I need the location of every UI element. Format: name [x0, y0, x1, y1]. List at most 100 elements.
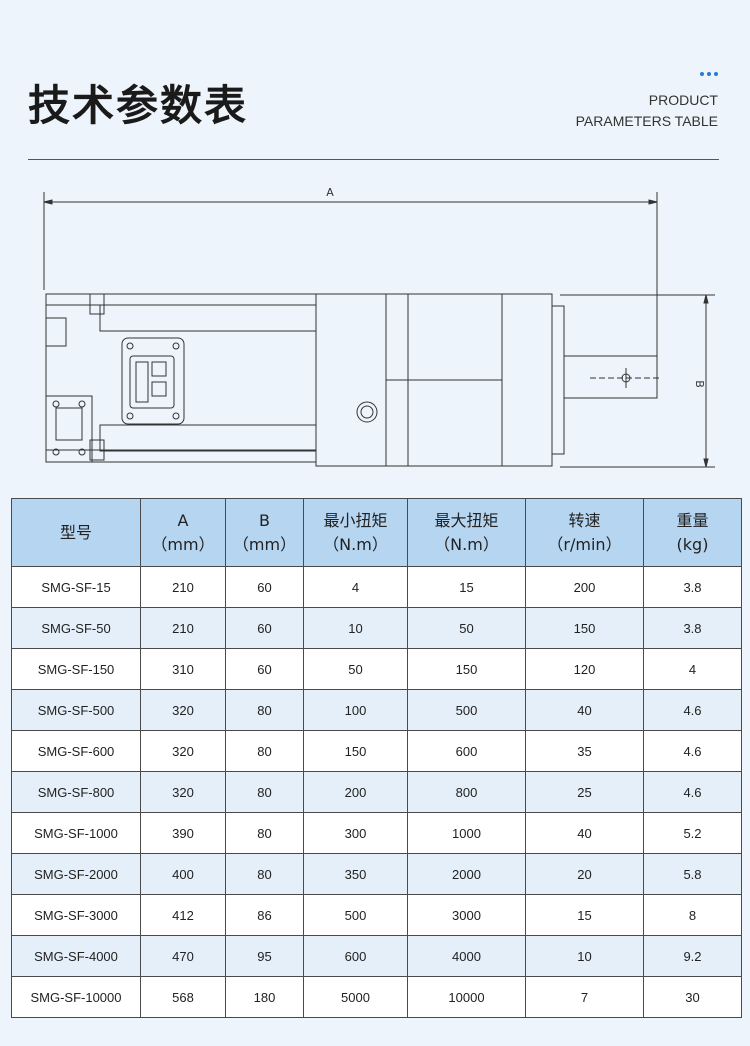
table-cell: 60 — [225, 648, 304, 690]
table-cell: 150 — [407, 648, 526, 690]
table-cell: SMG-SF-600 — [11, 730, 141, 772]
table-cell: SMG-SF-15 — [11, 566, 141, 608]
table-cell: 600 — [407, 730, 526, 772]
table-cell: 412 — [140, 894, 226, 936]
table-cell: 150 — [525, 607, 644, 649]
col-header-speed: 转速（r/min） — [525, 498, 644, 567]
col-header-max-torque: 最大扭矩（N.m） — [407, 498, 526, 567]
table-cell: 10000 — [407, 976, 526, 1018]
table-cell: SMG-SF-1000 — [11, 812, 141, 854]
table-cell: 5.2 — [643, 812, 742, 854]
col-header-min-torque: 最小扭矩（N.m） — [303, 498, 408, 567]
table-cell: SMG-SF-3000 — [11, 894, 141, 936]
table-cell: 320 — [140, 771, 226, 813]
table-header-row: 型号 A（mm） B（mm） 最小扭矩（N.m） 最大扭矩（N.m） 转速（r/… — [11, 498, 742, 567]
table-cell: 80 — [225, 730, 304, 772]
table-cell: 5000 — [303, 976, 408, 1018]
col-header-a: A（mm） — [140, 498, 226, 567]
table-cell: 30 — [643, 976, 742, 1018]
dim-b-label: B — [693, 380, 706, 388]
page-title: 技术参数表 — [28, 81, 249, 130]
table-cell: SMG-SF-4000 — [11, 935, 141, 977]
table-cell: SMG-SF-150 — [11, 648, 141, 690]
parameters-table: 型号 A（mm） B（mm） 最小扭矩（N.m） 最大扭矩（N.m） 转速（r/… — [11, 498, 742, 1018]
table-cell: 210 — [140, 566, 226, 608]
table-cell: 8 — [643, 894, 742, 936]
table-cell: 10 — [303, 607, 408, 649]
table-cell: 4000 — [407, 935, 526, 977]
table-cell: 180 — [225, 976, 304, 1018]
table-cell: SMG-SF-50 — [11, 607, 141, 649]
subtitle-line-1: PRODUCT — [648, 92, 718, 108]
table-cell: 320 — [140, 730, 226, 772]
table-cell: 500 — [303, 894, 408, 936]
table-cell: 50 — [303, 648, 408, 690]
table-cell: 15 — [407, 566, 526, 608]
table-cell: 60 — [225, 607, 304, 649]
table-cell: 80 — [225, 812, 304, 854]
table-cell: 4 — [643, 648, 742, 690]
table-cell: 95 — [225, 935, 304, 977]
table-cell: 210 — [140, 607, 226, 649]
table-cell: 7 — [525, 976, 644, 1018]
technical-drawing: A B — [43, 186, 715, 468]
table-cell: 20 — [525, 853, 644, 895]
table-cell: SMG-SF-800 — [11, 771, 141, 813]
table-cell: 40 — [525, 689, 644, 731]
table-cell: 80 — [225, 689, 304, 731]
page-subtitle: PRODUCT PARAMETERS TABLE — [576, 90, 718, 132]
table-cell: 120 — [525, 648, 644, 690]
table-cell: 350 — [303, 853, 408, 895]
table-cell: 4.6 — [643, 730, 742, 772]
table-cell: 200 — [525, 566, 644, 608]
table-cell: 60 — [225, 566, 304, 608]
table-cell: SMG-SF-500 — [11, 689, 141, 731]
table-cell: 80 — [225, 771, 304, 813]
col-header-b: B（mm） — [225, 498, 304, 567]
table-cell: 4.6 — [643, 689, 742, 731]
table-cell: 568 — [140, 976, 226, 1018]
header-divider — [28, 159, 719, 160]
table-cell: 310 — [140, 648, 226, 690]
col-header-model: 型号 — [11, 498, 141, 567]
table-cell: 35 — [525, 730, 644, 772]
table-cell: SMG-SF-10000 — [11, 976, 141, 1018]
table-cell: 10 — [525, 935, 644, 977]
table-cell: 3.8 — [643, 566, 742, 608]
table-cell: 50 — [407, 607, 526, 649]
table-cell: 470 — [140, 935, 226, 977]
table-cell: 100 — [303, 689, 408, 731]
table-cell: 86 — [225, 894, 304, 936]
table-cell: 600 — [303, 935, 408, 977]
table-cell: 500 — [407, 689, 526, 731]
table-cell: 3.8 — [643, 607, 742, 649]
table-cell: 800 — [407, 771, 526, 813]
table-cell: 3000 — [407, 894, 526, 936]
table-cell: 4 — [303, 566, 408, 608]
table-cell: 400 — [140, 853, 226, 895]
table-cell: 40 — [525, 812, 644, 854]
decorative-dots — [700, 72, 718, 76]
table-cell: 150 — [303, 730, 408, 772]
table-cell: 80 — [225, 853, 304, 895]
table-cell: 300 — [303, 812, 408, 854]
table-cell: 390 — [140, 812, 226, 854]
table-cell: 25 — [525, 771, 644, 813]
table-cell: 9.2 — [643, 935, 742, 977]
dim-a-label: A — [326, 186, 334, 199]
table-cell: 200 — [303, 771, 408, 813]
table-cell: 5.8 — [643, 853, 742, 895]
table-cell: 2000 — [407, 853, 526, 895]
